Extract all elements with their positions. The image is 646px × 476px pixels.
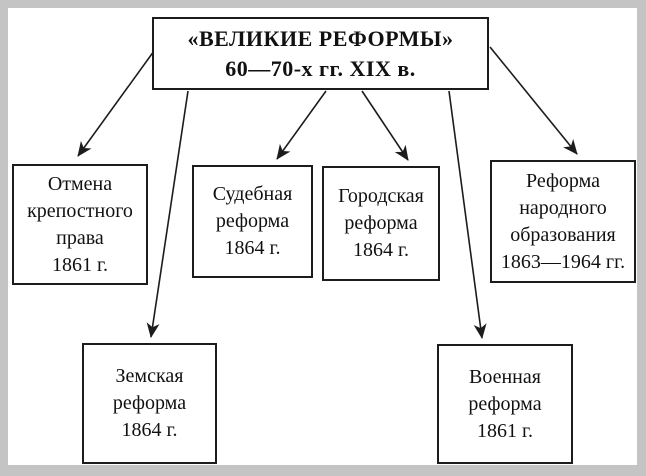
serfdom-abolition-label: Отмена крепостного права 1861 г. bbox=[27, 172, 133, 276]
city-reform-label: Городская реформа 1864 г. bbox=[338, 185, 424, 261]
zemstvo-reform-label: Земская реформа 1864 г. bbox=[112, 365, 187, 441]
node-city-reform: Городская реформа 1864 г. bbox=[322, 166, 440, 281]
education-reform-label: Реформа народного образования 1863—1964 … bbox=[500, 169, 626, 273]
military-reform-label: Военная реформа 1861 г. bbox=[468, 365, 542, 442]
node-serfdom-abolition: Отмена крепостного права 1861 г. bbox=[12, 164, 148, 285]
node-education-reform: Реформа народного образования 1863—1964 … bbox=[490, 160, 636, 283]
node-great-reforms-title: «ВЕЛИКИЕ РЕФОРМЫ» 60—70-х гг. XIX в. bbox=[152, 17, 489, 90]
node-zemstvo-reform: Земская реформа 1864 г. bbox=[82, 343, 217, 464]
node-judicial-reform: Судебная реформа 1864 г. bbox=[192, 165, 313, 278]
node-military-reform: Военная реформа 1861 г. bbox=[437, 344, 573, 464]
judicial-reform-label: Судебная реформа 1864 г. bbox=[212, 183, 293, 259]
great-reforms-title-label: «ВЕЛИКИЕ РЕФОРМЫ» 60—70-х гг. XIX в. bbox=[187, 25, 454, 81]
